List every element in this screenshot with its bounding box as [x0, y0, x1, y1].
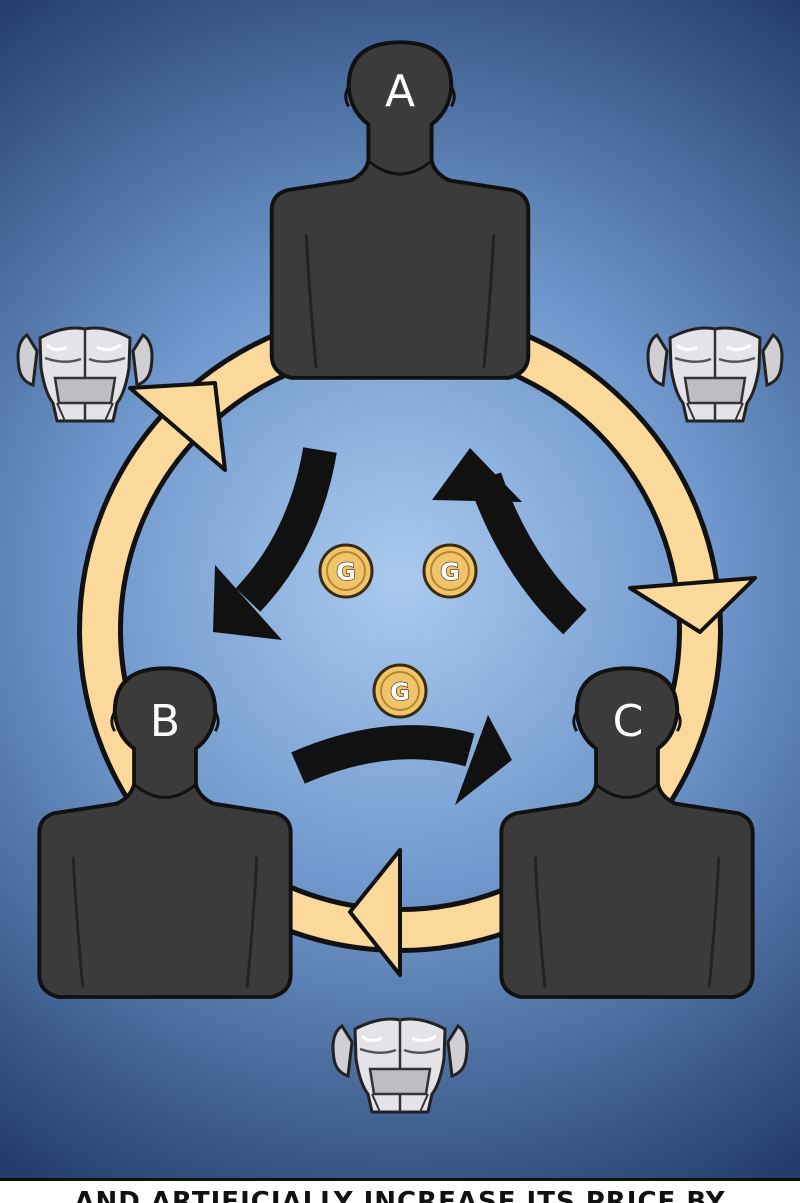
person-c: C [501, 668, 752, 997]
person-b-label: B [150, 696, 180, 747]
person-b: B [39, 668, 290, 997]
ring-arrowhead-bottom [348, 848, 402, 977]
gold-coin-icon: G [318, 543, 374, 599]
gold-coin-icon: G [422, 543, 478, 599]
coin-3-label: G [390, 678, 410, 706]
caption-text: AND ARTIFICIALLY INCREASE ITS PRICE BY [74, 1187, 726, 1203]
arrow-a-to-b [213, 447, 337, 640]
arrow-b-to-c [291, 715, 512, 805]
ring-arrowhead-right [628, 576, 757, 634]
arrow-c-to-a [432, 448, 587, 635]
person-a-label: A [385, 66, 415, 117]
coin-1-label: G [336, 558, 356, 586]
coin-2-label: G [440, 558, 460, 586]
person-c-label: C [613, 696, 644, 747]
person-a: A [272, 42, 529, 377]
gold-coin-icon: G [372, 663, 428, 719]
ring-arrowhead-left [128, 381, 227, 472]
caption-bar: AND ARTIFICIALLY INCREASE ITS PRICE BY [0, 1178, 800, 1203]
